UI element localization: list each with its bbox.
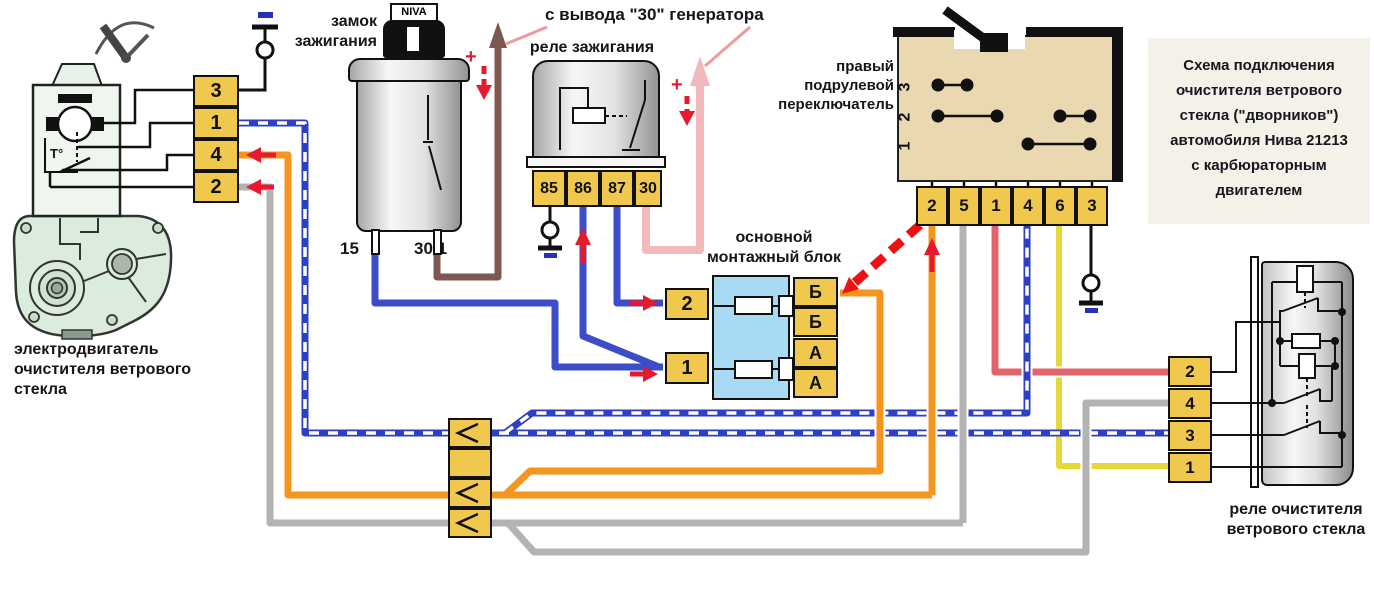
wiper-relay-pin-3: 3	[1168, 420, 1212, 451]
motor-label: электродвигатель очистителя ветрового ст…	[14, 340, 214, 400]
column-switch-pin-3: 3	[1076, 186, 1108, 226]
lock-terminal-30-1-label: 30/1	[414, 239, 448, 258]
wire-lock15-to-fuse1	[371, 252, 663, 371]
harness-connector-1	[448, 418, 492, 448]
ground-motor-top	[239, 12, 278, 92]
wiper-relay-label: реле очистителя ветрового стекла	[1218, 500, 1374, 540]
ground-switch3	[1079, 226, 1103, 313]
column-switch-row-2: 2	[896, 112, 914, 122]
wire-switch2-to-fuse-red-dashed	[842, 221, 923, 294]
column-switch-pin-5: 5	[948, 186, 980, 226]
ignition-lock-label: замок зажигания	[282, 12, 377, 52]
motor-connector-pin-3: 3	[193, 75, 239, 107]
mounting-block-pin-B1: Б	[793, 277, 838, 307]
mounting-block-label-line2: монтажный блок	[707, 249, 841, 266]
mounting-block-label-line1: основной	[735, 229, 813, 246]
label-pointer-lines	[505, 25, 751, 68]
wire-generator-to-lock30-1	[433, 22, 507, 281]
ignition-lock-label-line2: зажигания	[294, 33, 377, 50]
wiper-relay-pin-1: 1	[1168, 452, 1212, 483]
wiper-relay-label-line1: реле очистителя	[1229, 501, 1363, 518]
column-switch-side-bar	[1112, 27, 1123, 182]
column-switch-row-3: 3	[896, 82, 914, 92]
wiper-relay-flange	[1250, 256, 1259, 488]
ignition-relay-pin-30: 30	[634, 170, 662, 207]
column-switch-label-line2: подрулевой	[804, 76, 894, 94]
column-switch-label-line3: переключатель	[778, 95, 894, 113]
column-switch-body	[897, 35, 1118, 182]
plus-mark-generator-brown: +	[465, 46, 477, 68]
wiper-relay-pin-4: 4	[1168, 388, 1212, 419]
plus-mark-generator-pink: +	[671, 74, 683, 96]
motor-connector-pin-1: 1	[193, 107, 239, 139]
title-line-4: автомобиля Нива 21213	[1170, 132, 1348, 149]
title-line-5: с карбюраторным	[1191, 157, 1327, 174]
title-box: Схема подключения очистителя ветрового с…	[1148, 38, 1370, 224]
mounting-block-pin-2: 2	[665, 288, 709, 320]
harness-connector-4	[448, 508, 492, 538]
ignition-relay-body	[532, 60, 660, 158]
ignition-relay-pin-87: 87	[600, 170, 634, 207]
ignition-relay-base	[526, 156, 666, 168]
ground-relay85	[538, 206, 562, 258]
wiper-relay-body	[1261, 261, 1354, 486]
column-switch-top-bar-left	[893, 27, 955, 37]
motor-connector-pin-4: 4	[193, 139, 239, 171]
motor-label-line1: электродвигатель	[14, 341, 159, 358]
mounting-block-pin-B2: Б	[793, 307, 838, 337]
column-switch-top-bar-right	[1026, 27, 1123, 37]
ignition-relay-pin-85: 85	[532, 170, 566, 207]
column-switch-label: правый подрулевой переключатель	[770, 58, 894, 114]
ignition-relay-pin-86: 86	[566, 170, 600, 207]
wire-generator-to-relay30	[642, 56, 710, 254]
wiper-relay-pin-2: 2	[1168, 356, 1212, 387]
ignition-lock-label-line1: замок	[330, 13, 377, 30]
mounting-block-pin-A2: А	[793, 368, 838, 398]
wiper-relay-label-line2: ветрового стекла	[1226, 521, 1366, 538]
niva-badge: NIVA	[390, 3, 438, 22]
wire-motor4-orange-network	[239, 151, 938, 499]
column-switch-label-line1: правый	[836, 58, 894, 75]
ignition-lock-flange	[348, 58, 470, 82]
column-switch-pin-4: 4	[1012, 186, 1044, 226]
lock-terminal-15-label: 15	[340, 239, 359, 258]
mounting-block-body	[712, 275, 790, 400]
mounting-block-label: основной монтажный блок	[696, 228, 852, 268]
wire-motor1-blue-dashed-network	[239, 119, 1168, 437]
motor-label-line2: очистителя ветрового	[14, 361, 192, 378]
column-switch-pin-2: 2	[916, 186, 948, 226]
ignition-relay-label: реле зажигания	[529, 39, 655, 56]
harness-connector-2	[448, 448, 492, 478]
title-line-3: стекла ("дворников")	[1179, 107, 1339, 124]
wire-switch1-to-wiper-relay2	[989, 226, 1168, 378]
motor-label-line3: стекла	[14, 381, 67, 398]
wire-switch6-to-wiper-relay1	[1056, 226, 1168, 469]
generator-feed-label: с вывода "30" генератора	[545, 5, 764, 24]
current-direction-arrows	[246, 66, 940, 382]
motor-connector-pin-2: 2	[193, 171, 239, 203]
column-switch-pin-6: 6	[1044, 186, 1076, 226]
title-line-6: двигателем	[1215, 182, 1303, 199]
mounting-block-pin-A1: А	[793, 338, 838, 368]
ignition-lock-body	[356, 80, 462, 232]
column-switch-lever-notch	[954, 30, 1025, 49]
mounting-block-pin-1: 1	[665, 352, 709, 384]
wire-relay87-to-fuse2	[613, 206, 663, 307]
ignition-key-slot	[407, 27, 419, 51]
column-switch-row-1: 1	[896, 141, 914, 151]
title-line-2: очистителя ветрового	[1175, 82, 1342, 99]
harness-connector-3	[448, 478, 492, 508]
column-switch-pin-1: 1	[980, 186, 1012, 226]
title-line-1: Схема подключения	[1183, 57, 1335, 74]
